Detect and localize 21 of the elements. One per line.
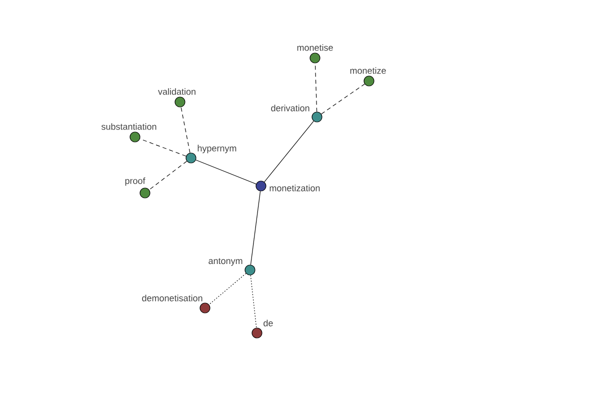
node-label: monetization bbox=[270, 184, 320, 192]
node-label: proof bbox=[125, 177, 146, 186]
node-label: derivation bbox=[271, 104, 310, 112]
node-label: demonetisation bbox=[142, 294, 202, 302]
connector-line bbox=[314, 63, 318, 112]
connector-line bbox=[180, 106, 190, 154]
connector-line bbox=[250, 274, 257, 328]
connector-line bbox=[196, 160, 256, 184]
node-label: validation bbox=[158, 88, 196, 95]
connector-line bbox=[208, 273, 246, 305]
node-label: substantiation bbox=[101, 123, 156, 130]
connector-line bbox=[321, 84, 365, 114]
node-label: monetize bbox=[350, 67, 386, 74]
connector-line bbox=[148, 160, 188, 190]
node-label: de bbox=[264, 320, 273, 326]
connector-line bbox=[250, 190, 261, 266]
node-label: antonym bbox=[208, 258, 242, 266]
node-label: hypernym bbox=[198, 144, 236, 154]
node-label: monetise bbox=[297, 44, 333, 51]
connector-line bbox=[140, 138, 186, 156]
connector-line bbox=[264, 120, 314, 182]
